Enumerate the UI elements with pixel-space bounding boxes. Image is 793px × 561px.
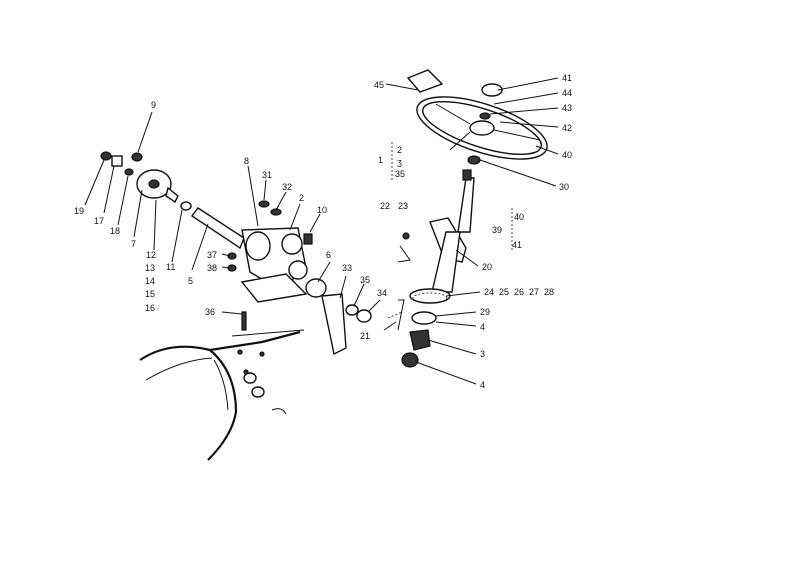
group-brackets bbox=[391, 142, 513, 252]
callout-15: 15 bbox=[145, 289, 155, 299]
callout-9: 9 bbox=[151, 100, 156, 110]
callout-29: 29 bbox=[480, 307, 490, 317]
callout-1: 1 bbox=[378, 155, 383, 165]
callout-21: 21 bbox=[360, 331, 370, 341]
callout-30: 30 bbox=[559, 182, 569, 192]
callout-23: 23 bbox=[398, 201, 408, 211]
steering-column bbox=[387, 155, 481, 368]
callout-43: 43 bbox=[562, 103, 572, 113]
callout-25: 25 bbox=[499, 287, 509, 297]
callout-45: 45 bbox=[374, 80, 384, 90]
callout-42: 42 bbox=[562, 123, 572, 133]
callout-22: 22 bbox=[380, 201, 390, 211]
callout-5: 5 bbox=[188, 276, 193, 286]
steering-wheel bbox=[406, 69, 548, 160]
callout-2: 2 bbox=[299, 193, 304, 203]
callout-36: 36 bbox=[205, 307, 215, 317]
callout-41: 41 bbox=[562, 73, 572, 83]
callout-17: 17 bbox=[94, 216, 104, 226]
callout-12: 12 bbox=[146, 250, 156, 260]
axle-frame bbox=[139, 329, 305, 461]
callout-19: 19 bbox=[74, 206, 84, 216]
callout-3-group-mark: ʒ bbox=[397, 157, 402, 167]
callout-8: 8 bbox=[244, 156, 249, 166]
callout-32: 32 bbox=[282, 182, 292, 192]
horn-cap bbox=[481, 83, 503, 97]
callout-11: 11 bbox=[166, 262, 175, 272]
worm-shaft bbox=[190, 207, 245, 250]
callout-44: 44 bbox=[562, 88, 572, 98]
callout-3: 3 bbox=[480, 349, 485, 359]
callout-16: 16 bbox=[145, 303, 155, 313]
callout-28: 28 bbox=[544, 287, 554, 297]
leader-lines bbox=[84, 77, 559, 385]
callout-13: 13 bbox=[145, 263, 155, 273]
callout-27: 27 bbox=[529, 287, 539, 297]
callout-31: 31 bbox=[262, 170, 272, 180]
callout-20: 20 bbox=[482, 262, 492, 272]
callout-40-group: 40 bbox=[514, 212, 524, 222]
callout-labels: 9 19 17 18 7 12 13 14 15 16 11 5 8 31 32… bbox=[74, 73, 572, 390]
callout-4-lower: 4 bbox=[480, 380, 485, 390]
callout-41-group: 41 bbox=[512, 240, 522, 250]
pitman-arm bbox=[321, 293, 347, 356]
callout-10: 10 bbox=[317, 205, 327, 215]
callout-6: 6 bbox=[326, 250, 331, 260]
callout-34: 34 bbox=[377, 288, 387, 298]
callout-4-upper: 4 bbox=[480, 322, 485, 332]
callout-18: 18 bbox=[110, 226, 120, 236]
callout-38: 38 bbox=[207, 263, 217, 273]
callout-26: 26 bbox=[514, 287, 524, 297]
callout-40: 40 bbox=[562, 150, 572, 160]
steering-box-parts bbox=[100, 151, 372, 356]
callout-24: 24 bbox=[484, 287, 494, 297]
callout-35: 35 bbox=[360, 275, 370, 285]
emblem-plate bbox=[406, 69, 444, 93]
callout-2-group: 2 bbox=[397, 145, 402, 155]
callout-33: 33 bbox=[342, 263, 352, 273]
callout-7: 7 bbox=[131, 239, 136, 249]
callout-37: 37 bbox=[207, 250, 217, 260]
callout-35-group: 35 bbox=[395, 169, 405, 179]
callout-14: 14 bbox=[145, 276, 155, 286]
callout-39: 39 bbox=[492, 225, 502, 235]
